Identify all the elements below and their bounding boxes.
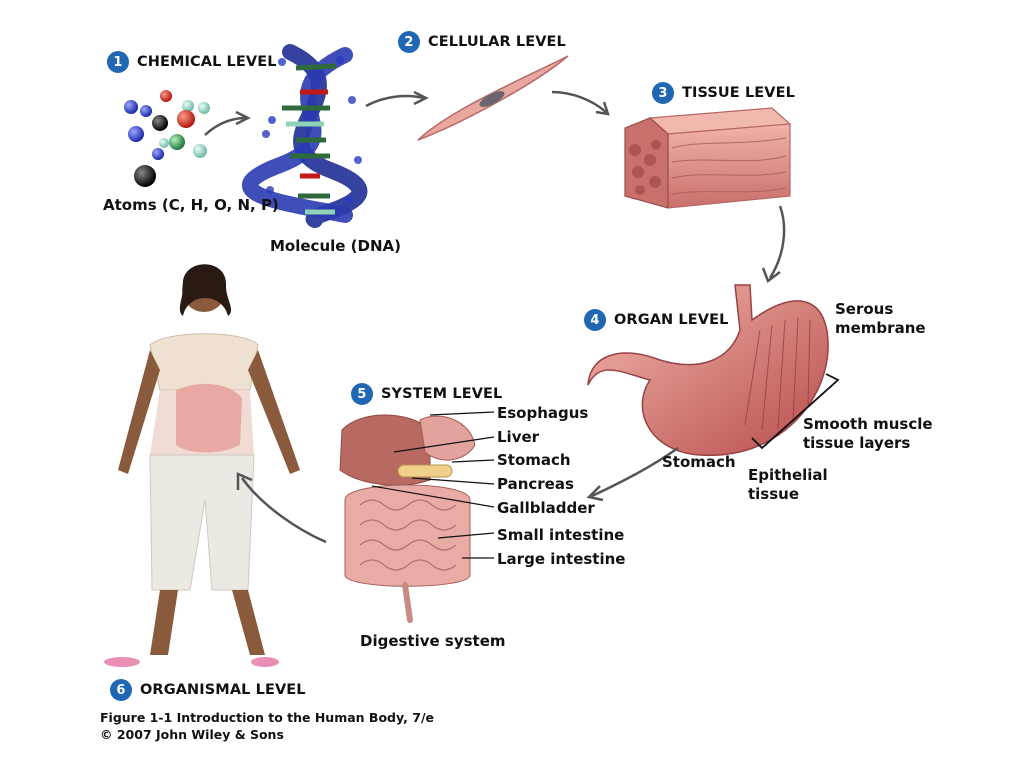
level-chemical: 1 CHEMICAL LEVEL (107, 51, 277, 73)
large-intestine-label: Large intestine (497, 550, 626, 568)
level-number-badge: 1 (107, 51, 129, 73)
smooth-muscle-label: Smooth muscle tissue layers (803, 415, 933, 452)
level-number-badge: 3 (652, 82, 674, 104)
esophagus-label: Esophagus (497, 404, 589, 422)
digestive-system-illustration (339, 411, 495, 623)
level-title: ORGAN LEVEL (614, 312, 729, 328)
level-title: CELLULAR LEVEL (428, 34, 566, 50)
muscle-cell-illustration (417, 55, 569, 141)
stomach-label: Stomach (497, 451, 571, 469)
stomach-organ-illustration (587, 284, 840, 456)
person-illustration (104, 264, 300, 667)
figure-caption-line1: Figure 1-1 Introduction to the Human Bod… (100, 710, 435, 725)
level-title: SYSTEM LEVEL (381, 386, 503, 402)
atoms-illustration (124, 90, 210, 187)
level-number-badge: 2 (398, 31, 420, 53)
level-cellular: 2 CELLULAR LEVEL (398, 31, 566, 53)
flow-arrows (204, 90, 786, 544)
level-number-badge: 5 (351, 383, 373, 405)
tissue-block-illustration (624, 107, 792, 209)
figure-caption: Figure 1-1 Introduction to the Human Bod… (100, 709, 434, 743)
small-intestine-label: Small intestine (497, 526, 625, 544)
pancreas-label: Pancreas (497, 475, 574, 493)
level-title: TISSUE LEVEL (682, 85, 795, 101)
liver-label: Liver (497, 428, 540, 446)
molecule-label: Molecule (DNA) (270, 237, 401, 255)
level-title: CHEMICAL LEVEL (137, 54, 277, 70)
gallbladder-label: Gallbladder (497, 499, 595, 517)
level-title: ORGANISMAL LEVEL (140, 682, 306, 698)
digestive-system-label: Digestive system (360, 632, 506, 650)
figure-caption-line2: © 2007 John Wiley & Sons (100, 727, 284, 742)
level-number-badge: 4 (584, 309, 606, 331)
dna-helix-illustration (242, 44, 368, 228)
level-organ: 4 ORGAN LEVEL (584, 309, 728, 331)
level-number-badge: 6 (110, 679, 132, 701)
level-tissue: 3 TISSUE LEVEL (652, 82, 795, 104)
epithelial-tissue-label: Epithelial tissue (748, 466, 828, 503)
level-system: 5 SYSTEM LEVEL (351, 383, 502, 405)
level-organismal: 6 ORGANISMAL LEVEL (110, 679, 306, 701)
atoms-label: Atoms (C, H, O, N, P) (103, 196, 279, 214)
serous-membrane-label: Serous membrane (835, 300, 926, 337)
stomach-organ-label: Stomach (662, 453, 736, 471)
